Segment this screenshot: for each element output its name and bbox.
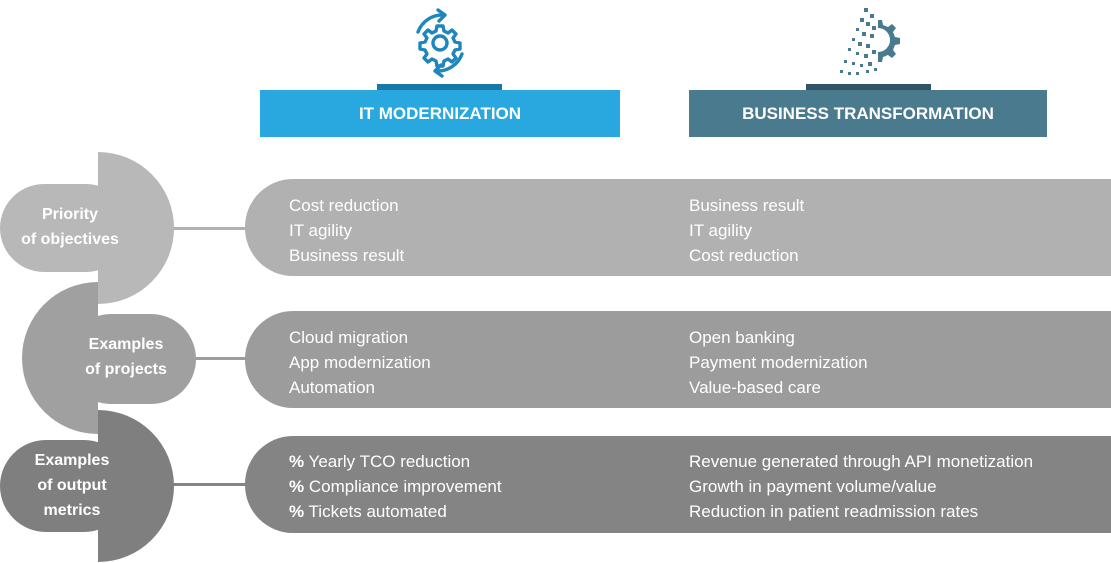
gear-cycle-icon [398, 4, 482, 84]
label-pill-priority [0, 184, 130, 272]
list-item: % Yearly TCO reduction [289, 452, 471, 471]
it-metrics-list: % Yearly TCO reduction % Compliance impr… [289, 449, 502, 524]
list-item: Revenue generated through API monetizati… [689, 452, 1034, 471]
list-item: Business result [689, 196, 805, 215]
list-item: % Compliance improvement [289, 477, 502, 496]
list-item: Cost reduction [289, 196, 399, 215]
row-band-projects [245, 311, 1111, 408]
it-header-tab [377, 84, 502, 90]
list-item: Value-based care [689, 378, 821, 397]
bt-header-tab [806, 84, 931, 90]
row-band-metrics [245, 436, 1111, 533]
list-item: Automation [289, 378, 375, 397]
it-priority-list: Cost reduction IT agility Business resul… [289, 193, 404, 268]
list-item: App modernization [289, 353, 431, 372]
digital-gear-icon [826, 4, 912, 84]
row-label-projects: Examples of projects [85, 336, 167, 378]
row-label-metrics: Examples of output metrics [34, 452, 110, 519]
bt-metrics-list: Revenue generated through API monetizati… [689, 449, 1033, 524]
bt-priority-list: Business result IT agility Cost reductio… [689, 193, 804, 268]
list-item: Open banking [689, 328, 795, 347]
list-item: Reduction in patient readmission rates [689, 502, 979, 521]
connector-line-metrics [150, 483, 248, 486]
list-item: Growth in payment volume/value [689, 477, 937, 496]
it-projects-list: Cloud migration App modernization Automa… [289, 325, 431, 400]
business-transformation-title: BUSINESS TRANSFORMATION [742, 103, 994, 123]
label-shape-projects [22, 282, 98, 434]
connector-line-projects [150, 357, 248, 360]
label-shape-priority [98, 152, 174, 304]
label-pill-metrics [0, 440, 130, 532]
list-item: IT agility [289, 221, 352, 240]
connector-line-priority [150, 227, 248, 230]
it-modernization-title: IT MODERNIZATION [358, 103, 522, 123]
label-shape-metrics [98, 410, 174, 562]
business-transformation-header: BUSINESS TRANSFORMATION [689, 90, 1047, 137]
row-band-priority [245, 179, 1111, 276]
list-item: IT agility [689, 221, 752, 240]
it-modernization-header: IT MODERNIZATION [260, 90, 620, 137]
row-label-priority: Priority of objectives [21, 206, 119, 248]
list-item: Cloud migration [289, 328, 409, 347]
bt-projects-list: Open banking Payment modernization Value… [689, 325, 868, 400]
list-item: Cost reduction [689, 246, 799, 265]
row-label-shapes [0, 152, 248, 562]
list-item: Business result [289, 246, 405, 265]
label-pill-projects [66, 314, 196, 404]
list-item: % Tickets automated [289, 502, 447, 521]
list-item: Payment modernization [689, 353, 868, 372]
